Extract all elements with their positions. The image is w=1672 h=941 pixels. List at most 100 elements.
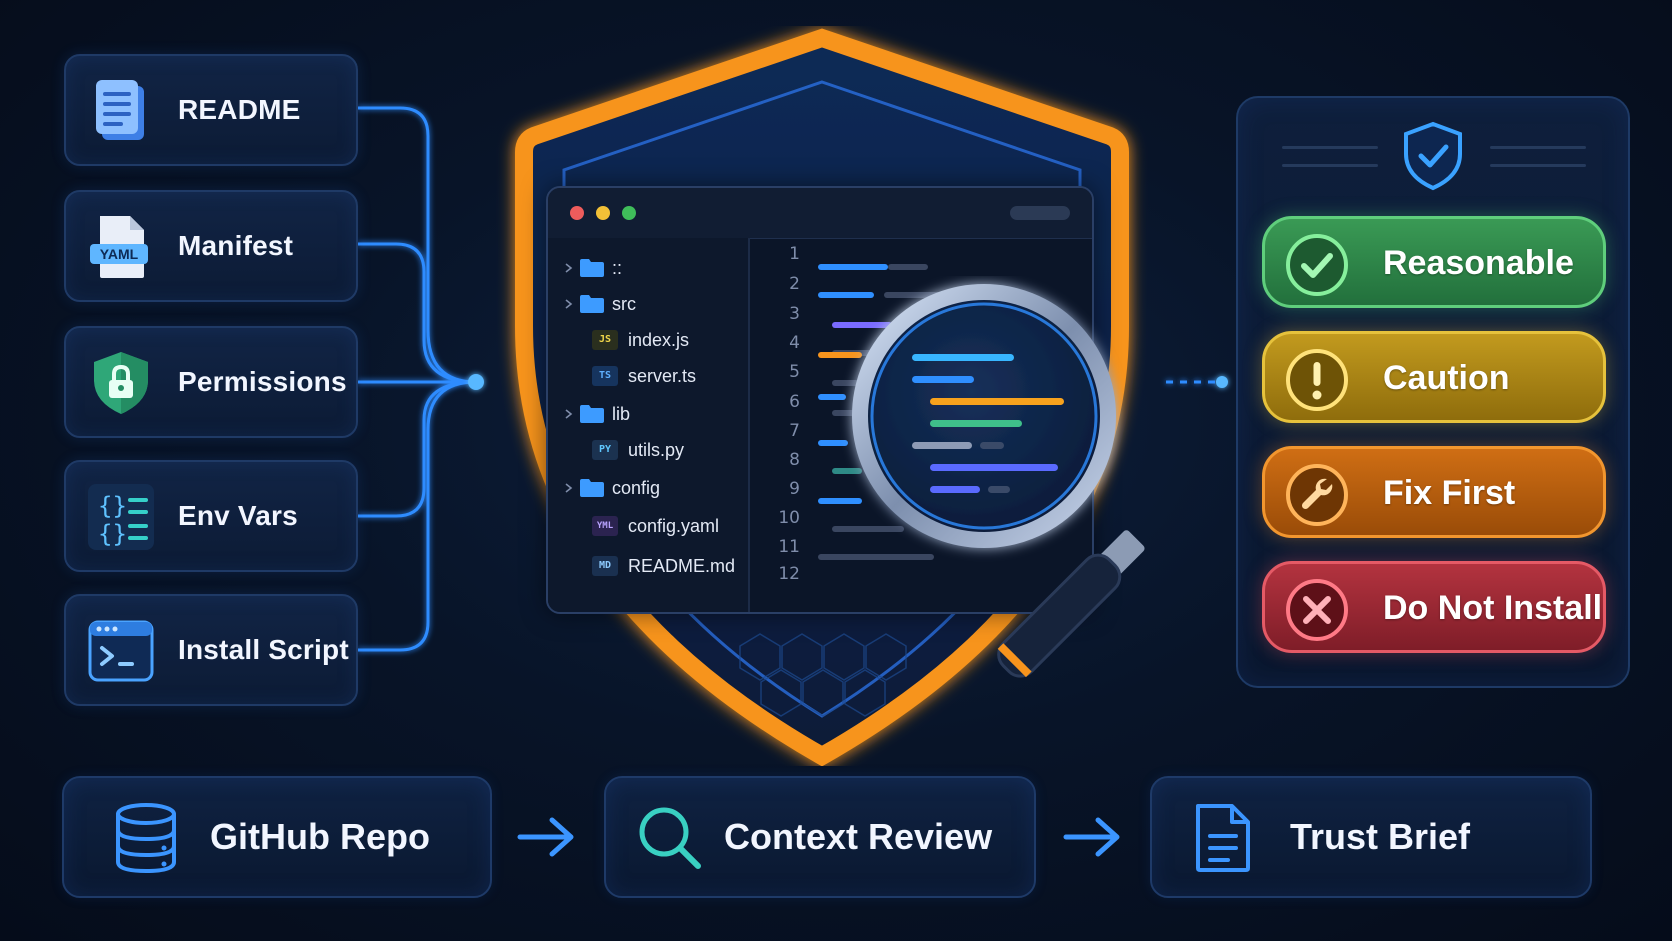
line-number: 1 (789, 244, 800, 264)
line-number: 5 (789, 362, 800, 382)
input-label: Manifest (178, 230, 294, 261)
panel-divider-right (1490, 146, 1586, 167)
input-card-env-vars[interactable]: {} {} Env Vars (64, 460, 358, 572)
verdict-fix-first[interactable]: Fix First (1262, 446, 1606, 538)
code-line (818, 498, 862, 504)
magnifier-search-icon (852, 284, 1145, 678)
shield-check-icon (1404, 121, 1462, 191)
file-tree: :: src JS index.js TS server.ts lib PY u… (548, 238, 750, 612)
flow-step-github-repo[interactable]: GitHub Repo (62, 776, 492, 898)
folder-icon (580, 405, 604, 423)
tree-folder[interactable]: lib (548, 396, 748, 432)
line-number: 9 (789, 479, 800, 499)
verdict-caution[interactable]: Caution (1262, 331, 1606, 423)
input-card-install-script[interactable]: Install Script (64, 594, 358, 706)
tree-label: src (612, 294, 636, 314)
folder-icon (580, 479, 604, 497)
chevron-right-icon (565, 409, 573, 419)
verdict-label: Fix First (1383, 474, 1516, 512)
chevron-right-icon (565, 263, 573, 273)
code-line (832, 410, 862, 416)
tree-label: config.yaml (628, 516, 720, 536)
verdict-label: Do Not Install (1383, 589, 1603, 627)
input-card-readme[interactable]: README (64, 54, 358, 166)
code-line (818, 264, 888, 270)
tree-folder[interactable]: config (548, 470, 748, 506)
input-label: Install Script (178, 634, 349, 665)
panel-divider-left (1282, 146, 1378, 167)
tree-label: index.js (628, 330, 690, 350)
line-number: 12 (778, 564, 800, 584)
line-number: 8 (789, 450, 800, 470)
tree-label: server.ts (628, 366, 697, 386)
yml-file-icon: YML (592, 516, 618, 536)
yaml-file-icon: YAML (90, 216, 148, 278)
py-file-icon: PY (592, 440, 618, 460)
code-line (832, 468, 862, 474)
code-line (832, 322, 892, 328)
maximize-dot[interactable] (622, 206, 636, 220)
svg-text:{}: {} (98, 520, 127, 548)
arrow-right-icon (1063, 817, 1120, 857)
chevron-right-icon (565, 483, 573, 493)
line-number: 11 (778, 537, 800, 557)
flow-label: GitHub Repo (210, 816, 430, 857)
code-line (818, 394, 846, 400)
tree-file[interactable]: PY utils.py (548, 432, 748, 468)
verdict-label: Caution (1383, 359, 1510, 397)
flow-label: Trust Brief (1290, 816, 1471, 857)
close-dot[interactable] (570, 206, 584, 220)
folder-icon (580, 259, 604, 277)
code-line (884, 292, 944, 298)
editor-tab-pill (1010, 206, 1070, 220)
verdict-reasonable[interactable]: Reasonable (1262, 216, 1606, 308)
yaml-badge: YAML (100, 246, 139, 262)
shield-lock-icon (94, 352, 148, 414)
check-circle-icon (1286, 234, 1348, 296)
document-icon (1196, 804, 1250, 872)
terminal-icon (88, 620, 154, 682)
tree-file[interactable]: JS index.js (548, 322, 748, 358)
code-line (832, 526, 904, 532)
x-circle-icon (1286, 579, 1348, 641)
wrench-circle-icon (1286, 464, 1348, 526)
flow-step-context-review[interactable]: Context Review (604, 776, 1036, 898)
ts-file-icon: TS (592, 366, 618, 386)
input-label: Env Vars (178, 500, 298, 531)
braces-list-icon: {} {} (88, 484, 154, 550)
line-number: 7 (789, 421, 800, 441)
line-number: 10 (778, 508, 800, 528)
md-file-icon: MD (592, 556, 618, 576)
tree-label: utils.py (628, 440, 685, 460)
tree-file[interactable]: TS server.ts (548, 358, 748, 394)
document-icon (96, 80, 144, 140)
js-file-icon: JS (592, 330, 618, 350)
exclamation-circle-icon (1286, 349, 1348, 411)
flow-label: Context Review (724, 816, 993, 857)
input-card-permissions[interactable]: Permissions (64, 326, 358, 438)
tree-file[interactable]: MD README.md (548, 548, 748, 584)
line-number: 3 (789, 304, 800, 324)
tree-label: config (612, 478, 661, 498)
flow-step-trust-brief[interactable]: Trust Brief (1150, 776, 1592, 898)
chevron-right-icon (565, 299, 573, 309)
code-line (818, 292, 874, 298)
input-label: README (178, 94, 301, 125)
minimize-dot[interactable] (596, 206, 610, 220)
database-icon (116, 803, 176, 874)
input-card-manifest[interactable]: YAML Manifest (64, 190, 358, 302)
line-number-gutter: 1 2 3 4 5 6 7 8 9 10 11 12 (750, 238, 808, 612)
tree-folder[interactable]: :: (548, 250, 748, 286)
verdict-do-not-install[interactable]: Do Not Install (1262, 561, 1606, 653)
input-label: Permissions (178, 366, 347, 397)
code-line (818, 554, 934, 560)
tree-folder[interactable]: src (548, 286, 748, 322)
svg-text:{}: {} (98, 492, 127, 520)
code-line (818, 440, 848, 446)
tree-label: :: (612, 258, 623, 278)
code-line (818, 352, 862, 358)
tree-label: lib (612, 404, 631, 424)
tree-file[interactable]: YML config.yaml (548, 508, 748, 544)
arrow-right-icon (517, 817, 574, 857)
